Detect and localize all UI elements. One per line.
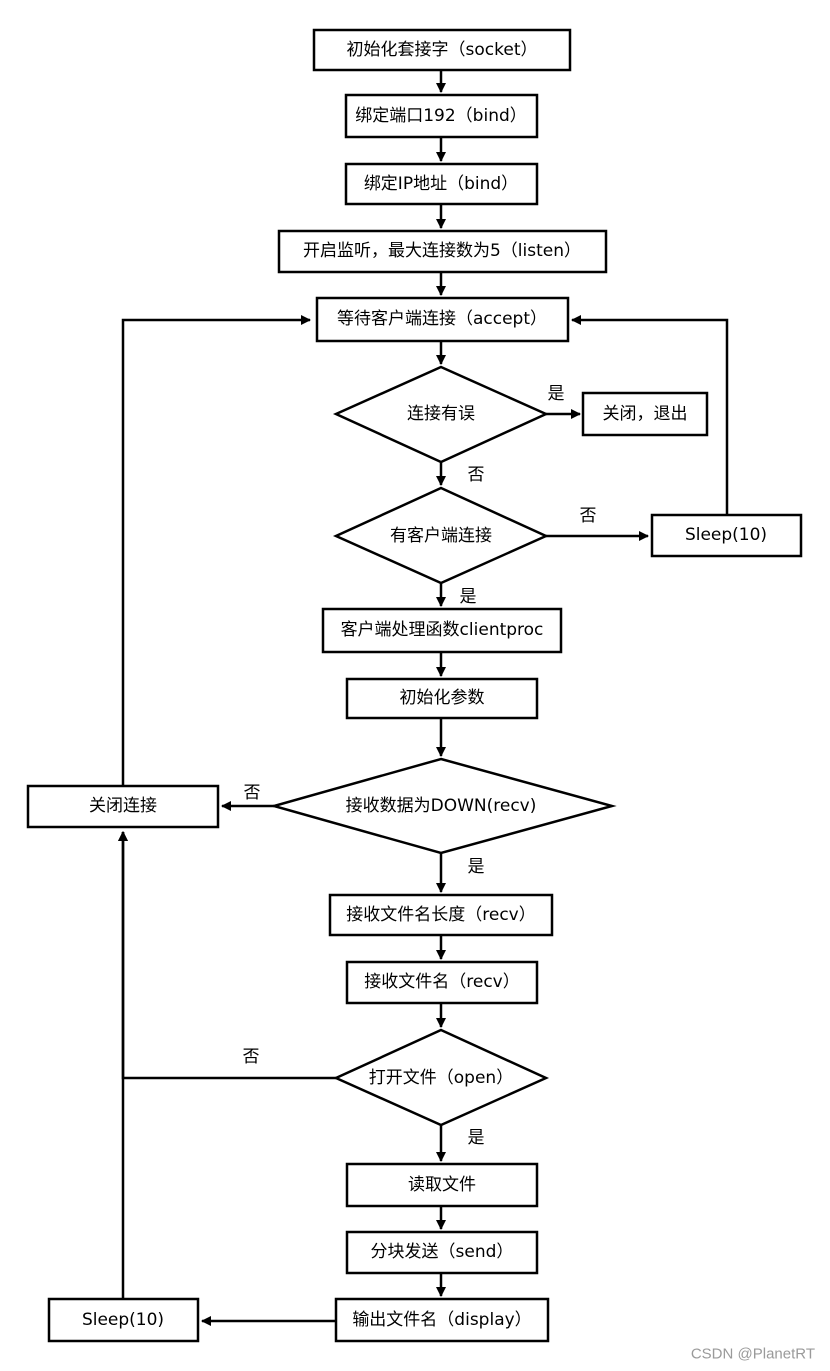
node-listen: 开启监听，最大连接数为5（listen） bbox=[277, 229, 608, 274]
node-read-file: 读取文件 bbox=[345, 1162, 539, 1208]
node-sleep-bottom-label: Sleep(10) bbox=[82, 1310, 164, 1330]
node-bind-port-label: 绑定端口192（bind） bbox=[355, 106, 527, 126]
node-close-conn: 关闭连接 bbox=[26, 784, 220, 829]
node-send-blocks-label: 分块发送（send） bbox=[371, 1242, 514, 1262]
node-recv-len-label: 接收文件名长度（recv） bbox=[346, 905, 535, 925]
node-bind-port: 绑定端口192（bind） bbox=[344, 93, 539, 139]
node-recv-name: 接收文件名（recv） bbox=[345, 960, 539, 1005]
edge-closeconn-accept bbox=[121, 315, 311, 786]
node-close-exit-label: 关闭，退出 bbox=[603, 404, 688, 424]
node-accept: 等待客户端连接（accept） bbox=[315, 296, 570, 343]
node-listen-label: 开启监听，最大连接数为5（listen） bbox=[303, 241, 581, 261]
node-accept-label: 等待客户端连接（accept） bbox=[337, 309, 547, 329]
label-has-client-no: 否 bbox=[580, 506, 597, 526]
label-conn-error-no: 否 bbox=[468, 465, 485, 485]
node-recv-len: 接收文件名长度（recv） bbox=[328, 893, 554, 937]
node-clientproc: 客户端处理函数clientproc bbox=[321, 607, 563, 654]
node-bind-ip-label: 绑定IP地址（bind） bbox=[364, 174, 518, 194]
node-close-exit: 关闭，退出 bbox=[581, 391, 709, 437]
decision-recv-down-label: 接收数据为DOWN(recv) bbox=[346, 796, 537, 816]
node-init-params-label: 初始化参数 bbox=[400, 688, 485, 708]
node-recv-name-label: 接收文件名（recv） bbox=[364, 972, 519, 992]
node-display-label: 输出文件名（display） bbox=[352, 1310, 531, 1330]
node-socket-label: 初始化套接字（socket） bbox=[347, 40, 538, 60]
label-has-client-yes: 是 bbox=[460, 587, 477, 607]
label-recv-down-yes: 是 bbox=[468, 857, 485, 877]
label-open-file-no: 否 bbox=[243, 1047, 260, 1067]
decision-open-file: 打开文件（open） bbox=[332, 1028, 550, 1127]
edge-labels: 是 否 否 是 否 是 否 是 bbox=[243, 384, 597, 1148]
label-open-file-yes: 是 bbox=[468, 1128, 485, 1148]
node-display: 输出文件名（display） bbox=[334, 1297, 550, 1343]
decision-conn-error: 连接有误 bbox=[332, 365, 550, 464]
edges bbox=[118, 70, 729, 1326]
watermark: CSDN @PlanetRT bbox=[691, 1346, 815, 1363]
node-close-conn-label: 关闭连接 bbox=[89, 796, 157, 816]
decision-has-client: 有客户端连接 bbox=[332, 486, 550, 585]
node-bind-ip: 绑定IP地址（bind） bbox=[344, 162, 539, 206]
node-read-file-label: 读取文件 bbox=[408, 1175, 476, 1195]
label-recv-down-no: 否 bbox=[244, 783, 261, 803]
node-sleep-bottom: Sleep(10) bbox=[47, 1297, 200, 1343]
node-clientproc-label: 客户端处理函数clientproc bbox=[341, 620, 544, 640]
edge-openfile-closeconn bbox=[118, 831, 336, 1080]
node-sleep-top: Sleep(10) bbox=[650, 513, 803, 558]
decision-has-client-label: 有客户端连接 bbox=[390, 526, 492, 546]
node-init-params: 初始化参数 bbox=[345, 677, 539, 720]
node-socket: 初始化套接字（socket） bbox=[312, 28, 572, 72]
node-send-blocks: 分块发送（send） bbox=[345, 1230, 539, 1275]
label-conn-error-yes: 是 bbox=[548, 384, 565, 404]
decision-open-file-label: 打开文件（open） bbox=[369, 1068, 513, 1088]
decision-conn-error-label: 连接有误 bbox=[407, 404, 475, 424]
node-sleep-top-label: Sleep(10) bbox=[685, 525, 767, 545]
edge-sleeptop-accept bbox=[571, 315, 729, 515]
decision-recv-down: 接收数据为DOWN(recv) bbox=[269, 757, 617, 855]
